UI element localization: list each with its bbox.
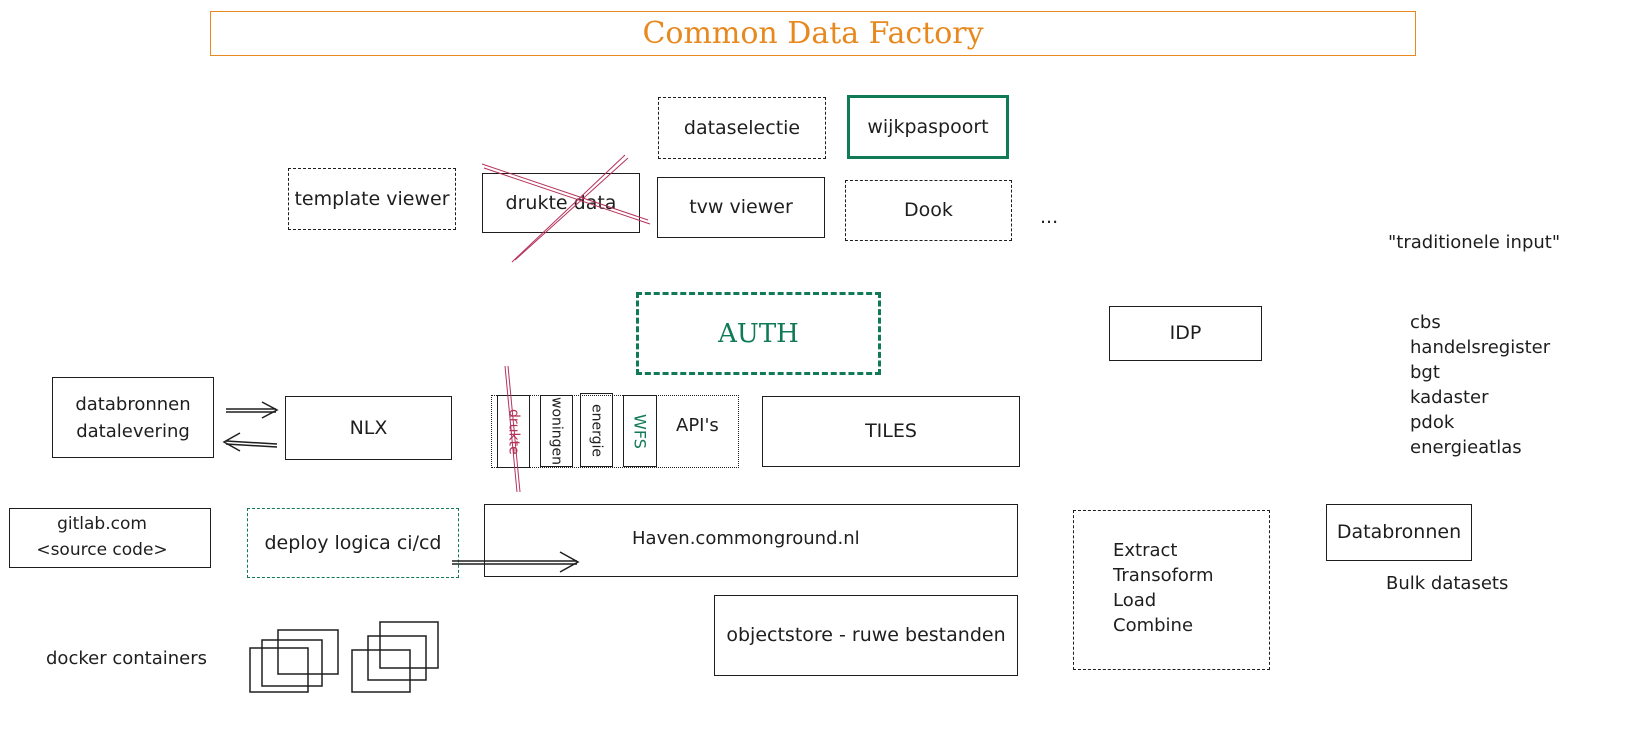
wijkpaspoort-box: wijkpaspoort — [847, 95, 1009, 159]
traditional-input-title: "traditionele input" — [1388, 232, 1561, 253]
etl-step: Extract — [1113, 540, 1178, 561]
gitlab-url: gitlab.com — [57, 514, 147, 534]
container-stack-icon — [249, 629, 339, 693]
api-drukte-box: drukte — [497, 395, 530, 468]
etl-step: Load — [1113, 590, 1157, 611]
gitlab-box — [9, 508, 211, 568]
api-woningen-box: woningen — [540, 395, 573, 467]
right-arrow-icon — [226, 401, 279, 419]
haven-box — [484, 504, 1018, 577]
haven-label: Haven.commonground.nl — [632, 528, 860, 549]
gitlab-text: gitlab.com <source code> — [32, 511, 172, 563]
objectstore-label: objectstore - ruwe bestanden — [726, 624, 1006, 647]
gitlab-source-code: <source code> — [36, 540, 168, 560]
docker-label: docker containers — [46, 648, 207, 669]
etl-box — [1073, 510, 1270, 670]
nlx-label: NLX — [349, 416, 388, 439]
deploy-box: deploy logica ci/cd — [247, 508, 459, 578]
left-arrow-icon — [222, 432, 278, 452]
api-drukte-label: drukte — [505, 408, 522, 455]
traditional-input-list: cbs handelsregister bgt kadaster pdok en… — [1410, 310, 1550, 460]
dataselectie-label: dataselectie — [683, 116, 801, 139]
etl-step: Transoform — [1113, 565, 1214, 586]
datalevering-line: datalevering — [76, 420, 190, 442]
api-woningen-label: woningen — [548, 396, 565, 466]
wijkpaspoort-label: wijkpaspoort — [867, 115, 989, 138]
list-item: kadaster — [1410, 387, 1489, 408]
objectstore-box: objectstore - ruwe bestanden — [714, 595, 1018, 676]
list-item: bgt — [1410, 362, 1440, 383]
list-item: cbs — [1410, 312, 1441, 333]
list-item: pdok — [1410, 412, 1455, 433]
dataselectie-box: dataselectie — [658, 97, 826, 159]
deploy-label: deploy logica ci/cd — [264, 531, 442, 554]
apis-label: API's — [676, 415, 719, 436]
api-wfs-label: WFS — [630, 413, 650, 449]
auth-label: AUTH — [718, 318, 799, 349]
tiles-label: TILES — [865, 420, 917, 443]
bulk-datasets-label: Bulk datasets — [1386, 573, 1509, 594]
tvw-viewer-box: tvw viewer — [657, 177, 825, 238]
api-energie-box: energie — [580, 393, 613, 467]
dook-box: Dook — [845, 180, 1012, 241]
api-energie-label: energie — [588, 403, 605, 457]
tiles-box: TILES — [762, 396, 1020, 467]
ellipsis-text: ... — [1040, 206, 1059, 228]
diagram-title: Common Data Factory — [642, 16, 984, 51]
container-stack-icon — [351, 621, 439, 693]
title-banner: Common Data Factory — [210, 11, 1416, 56]
tvw-viewer-label: tvw viewer — [689, 196, 793, 219]
template-viewer-label: template viewer — [294, 187, 450, 210]
etl-step: Combine — [1113, 615, 1194, 636]
databronnen-label: Databronnen — [1336, 521, 1462, 544]
drukte-data-box: drukte data — [482, 173, 640, 233]
template-viewer-box: template viewer — [288, 168, 456, 230]
databronnen-box: Databronnen — [1326, 504, 1472, 561]
list-item: handelsregister — [1410, 337, 1551, 358]
etl-list: Extract Transoform Load Combine — [1113, 538, 1214, 638]
idp-label: IDP — [1169, 322, 1202, 345]
apis-group — [491, 395, 739, 468]
nlx-box: NLX — [285, 396, 452, 460]
auth-box: AUTH — [636, 292, 881, 375]
list-item: energieatlas — [1410, 437, 1522, 458]
idp-box: IDP — [1109, 306, 1262, 361]
databronnen-line: databronnen — [75, 393, 191, 415]
databronnen-datalevering-box: databronnen datalevering — [52, 377, 214, 458]
api-wfs-box: WFS — [623, 395, 657, 467]
dook-label: Dook — [904, 199, 953, 222]
drukte-data-label: drukte data — [505, 191, 617, 214]
